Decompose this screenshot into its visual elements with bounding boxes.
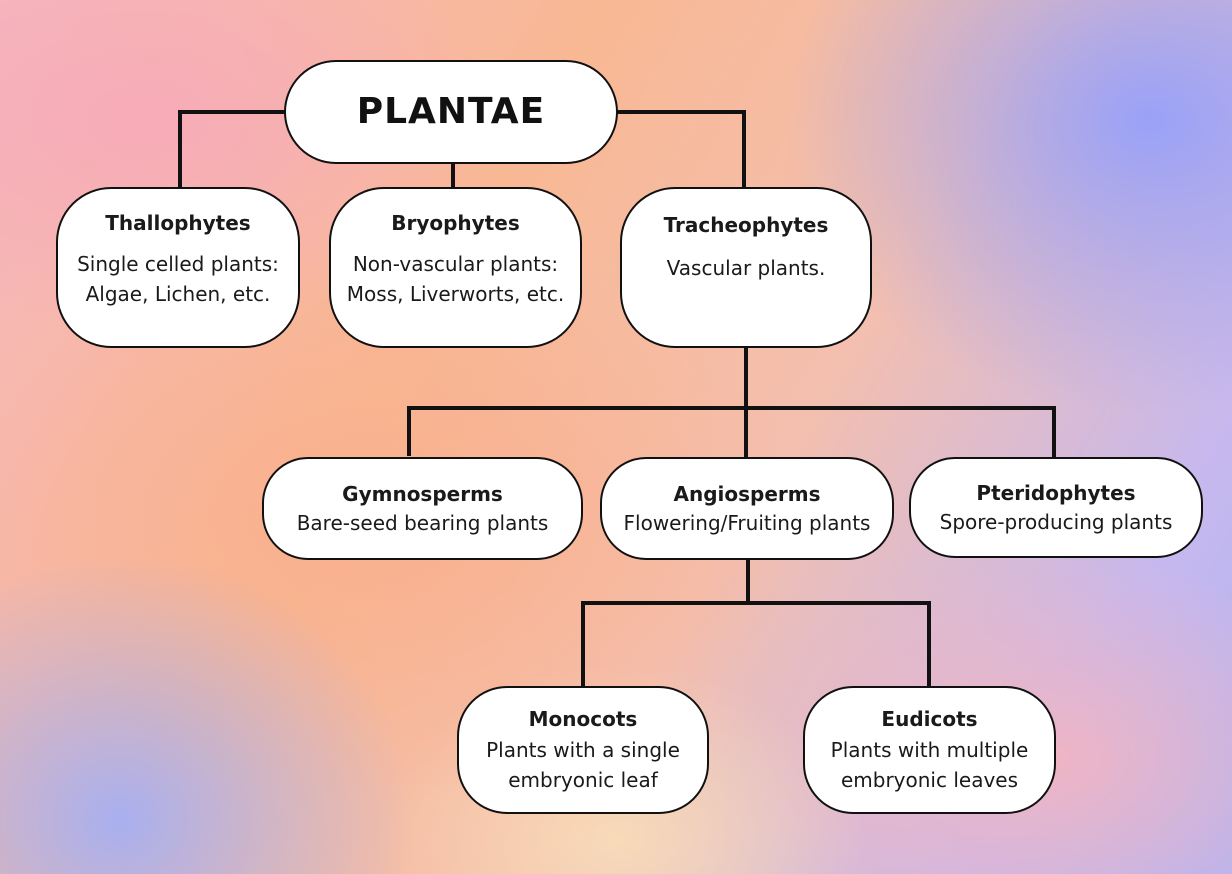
plantae-node: PLANTAE [284, 60, 618, 164]
connector-root-thallophytes [178, 110, 286, 190]
monocots-node: Monocots Plants with a single embryonic … [457, 686, 709, 814]
plantae-title: PLANTAE [356, 91, 546, 132]
gymnosperms-node: Gymnosperms Bare-seed bearing plants [262, 457, 583, 560]
gymnosperms-desc: Bare-seed bearing plants [296, 510, 549, 535]
bryophytes-desc-line1: Non-vascular plants: [352, 251, 559, 276]
bryophytes-desc-line2: Moss, Liverworts, etc. [346, 281, 565, 306]
pteridophytes-node: Pteridophytes Spore-producing plants [909, 457, 1203, 558]
pteridophytes-title: Pteridophytes [976, 480, 1136, 505]
angiosperms-desc: Flowering/Fruiting plants [623, 510, 871, 535]
thallophytes-desc-line2: Algae, Lichen, etc. [85, 281, 271, 306]
gymnosperms-title: Gymnosperms [342, 481, 503, 506]
monocots-desc-line1: Plants with a single [486, 738, 680, 762]
connector-root-tracheophytes [616, 110, 746, 190]
connector-level3-bar [581, 601, 931, 688]
tracheophytes-title: Tracheophytes [663, 213, 829, 237]
connector-level2-bar [407, 406, 1056, 460]
pteridophytes-desc: Spore-producing plants [939, 509, 1173, 534]
eudicots-desc-line2: embryonic leaves [840, 768, 1019, 792]
thallophytes-desc-line1: Single celled plants: [77, 251, 279, 276]
eudicots-title: Eudicots [881, 707, 978, 731]
bryophytes-title: Bryophytes [391, 210, 520, 235]
monocots-title: Monocots [528, 707, 638, 731]
bryophytes-node: Bryophytes Non-vascular plants: Moss, Li… [329, 187, 582, 348]
tracheophytes-desc: Vascular plants. [666, 256, 826, 280]
thallophytes-title: Thallophytes [105, 210, 251, 235]
monocots-desc-line2: embryonic leaf [508, 768, 658, 792]
angiosperms-title: Angiosperms [673, 481, 821, 506]
angiosperms-node: Angiosperms Flowering/Fruiting plants [600, 457, 894, 560]
eudicots-desc-line1: Plants with multiple [830, 738, 1029, 762]
thallophytes-node: Thallophytes Single celled plants: Algae… [56, 187, 300, 348]
tracheophytes-node: Tracheophytes Vascular plants. [620, 187, 872, 348]
eudicots-node: Eudicots Plants with multiple embryonic … [803, 686, 1056, 814]
